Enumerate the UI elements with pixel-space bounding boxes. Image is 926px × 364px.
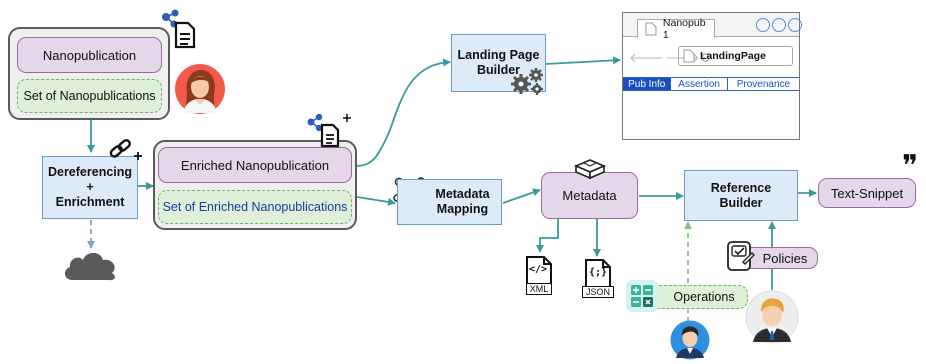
- reload-icon[interactable]: C: [700, 50, 712, 65]
- xml-glyph: </>: [529, 264, 548, 275]
- user-avatar-icon: [670, 320, 710, 360]
- page-icon: [645, 22, 657, 36]
- page-icon: [683, 49, 695, 63]
- xml-file-icon: </> XML: [524, 255, 554, 295]
- share-document-icon: [162, 9, 196, 49]
- enriched-nanopublication-node: Enriched Nanopublication: [158, 147, 352, 183]
- arrow-enriched-to-landing: [354, 58, 451, 167]
- reference-builder-node: Reference Builder: [684, 170, 798, 221]
- arrow-metadata-to-xml: [536, 219, 559, 253]
- nanopublication-label: Nanopublication: [42, 47, 137, 63]
- reference-builder-label-1: Reference: [710, 180, 772, 195]
- text-snippet-node: Text-Snippet: [818, 178, 916, 208]
- json-label: JSON: [581, 286, 614, 298]
- json-glyph: {;}: [589, 267, 608, 278]
- quote-icon: ❞: [902, 149, 919, 184]
- metadata-mapping-label-1: Metadata: [435, 187, 490, 201]
- text-snippet-label: Text-Snippet: [830, 185, 904, 201]
- arrow-enriched-to-mapping: [356, 196, 396, 206]
- user-avatar-icon: [175, 64, 225, 114]
- browser-tabs-row: Pub Info Assertion Provenance: [623, 77, 799, 91]
- cube-icon: [573, 159, 607, 180]
- share-document-plus-icon: [307, 113, 351, 148]
- set-of-enriched-nanopublications-node: Set of Enriched Nanopublications: [158, 190, 352, 224]
- landing-page-builder-label-1: Landing Page: [457, 48, 540, 62]
- window-control-2[interactable]: [772, 18, 786, 32]
- address-bar[interactable]: LandingPage: [678, 46, 793, 66]
- user-avatar-icon: [745, 290, 799, 344]
- set-of-nanopublications-node: Set of Nanopublications: [17, 79, 162, 113]
- link-plus-icon: [109, 139, 142, 160]
- policies-label: Policies: [762, 250, 808, 266]
- window-controls: [756, 18, 802, 32]
- operations-label: Operations: [673, 290, 735, 304]
- enrichment-label: Enrichment: [55, 195, 125, 209]
- json-file-icon: {;} JSON: [581, 258, 615, 298]
- xml-label: XML: [525, 283, 553, 295]
- tab-provenance[interactable]: Provenance: [727, 78, 799, 90]
- landing-page-builder-label-2: Builder: [476, 63, 521, 77]
- cloud-icon: [64, 252, 115, 281]
- arrow-mapping-to-metadata: [502, 188, 541, 204]
- calculator-icon: [626, 280, 658, 312]
- metadata-mapping-label-2: Mapping: [436, 202, 489, 216]
- browser-window: Nanopub 1 🡐🡒C LandingPage Pub Info Asser…: [622, 12, 802, 140]
- tab-pub-info[interactable]: Pub Info: [623, 78, 672, 90]
- window-control-3[interactable]: [788, 18, 802, 32]
- set-of-enriched-nanopublications-label: Set of Enriched Nanopublications: [162, 200, 348, 214]
- dereferencing-enrichment-node: Dereferencing + Enrichment: [42, 156, 138, 219]
- metadata-mapping-node: Metadata Mapping: [397, 179, 502, 225]
- metadata-label: Metadata: [562, 188, 617, 203]
- metadata-node: Metadata: [541, 172, 638, 219]
- certificate-icon: [727, 241, 755, 271]
- nanopublication-node: Nanopublication: [17, 37, 162, 73]
- window-control-1[interactable]: [756, 18, 770, 32]
- gears-icon: [511, 68, 543, 95]
- plus-label: +: [86, 180, 94, 194]
- browser-tab-title: Nanopub 1: [662, 17, 706, 41]
- reference-builder-label-2: Builder: [719, 195, 763, 210]
- landing-page-builder-node: Landing Page Builder: [451, 34, 546, 92]
- enriched-nanopublication-label: Enriched Nanopublication: [180, 157, 330, 173]
- arrow-landing-to-browser: [545, 56, 621, 65]
- set-of-nanopublications-label: Set of Nanopublications: [23, 89, 156, 103]
- browser-tab[interactable]: Nanopub 1: [637, 17, 715, 41]
- dereferencing-label: Dereferencing: [47, 165, 133, 179]
- tab-assertion[interactable]: Assertion: [671, 78, 728, 90]
- address-text: LandingPage: [700, 50, 766, 62]
- back-arrow-icon[interactable]: 🡐: [629, 50, 665, 65]
